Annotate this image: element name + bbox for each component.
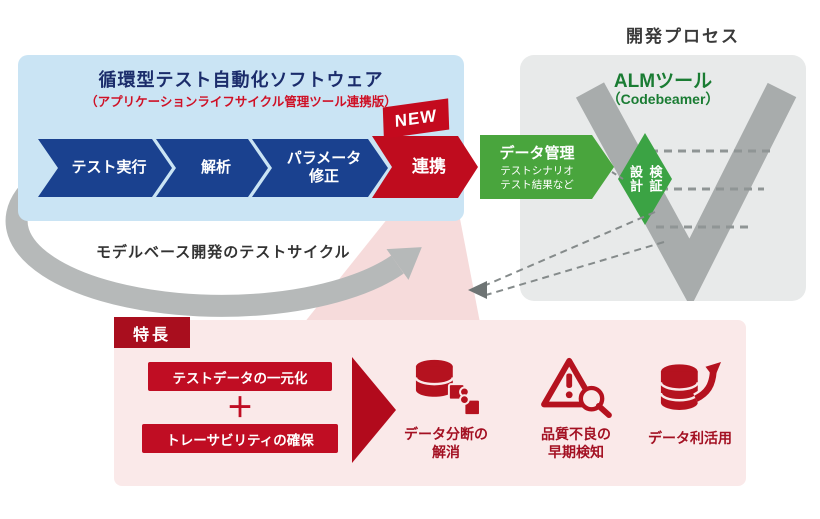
link-arrow-label: 連携: [412, 156, 446, 176]
data-management-title: データ管理: [499, 144, 575, 162]
step-label: テスト実行: [71, 159, 147, 176]
step-test-execution: テスト実行: [38, 139, 172, 197]
step-parameter-fix: パラメータ 修正: [252, 139, 388, 197]
cycle-label: モデルベース開発のテストサイクル: [96, 244, 351, 261]
design-verification-label: 設計 検証: [628, 165, 663, 193]
software-subtitle: （アプリケーションライフサイクル管理ツール連携版）: [85, 95, 397, 109]
benefit-data-utilization: データ利活用: [634, 360, 746, 447]
data-management-sub: テストシナリオ テスト結果など: [500, 164, 574, 191]
benefit-data-fragmentation: データ分断の 解消: [390, 356, 502, 461]
alm-title: ALMツール: [613, 71, 713, 92]
benefit-quality-detection: 品質不良の 早期検知: [520, 356, 632, 461]
benefit-label: 品質不良の 早期検知: [541, 426, 611, 461]
feature-input-2: トレーサビリティの確保: [142, 424, 338, 453]
dev-process-label: 開発プロセス: [626, 27, 740, 46]
feature-input-1: テストデータの一元化: [148, 362, 332, 391]
data-management-arrow: データ管理 テストシナリオ テスト結果など: [480, 135, 614, 199]
software-title: 循環型テスト自動化ソフトウェア: [98, 70, 384, 90]
features-panel: [114, 320, 746, 486]
cycle-loop-arrowhead: [386, 247, 422, 280]
alm-subtitle: （Codebeamer）: [606, 91, 720, 107]
quality-detection-icon: [541, 357, 612, 419]
benefit-label: データ分断の 解消: [404, 426, 488, 461]
dashed-feedback-arrowhead: [468, 281, 487, 299]
data-fragmentation-icon: [414, 359, 481, 417]
step-label: 解析: [200, 159, 231, 176]
step-analysis: 解析: [156, 139, 268, 197]
data-utilization-icon: [659, 361, 722, 410]
features-badge: 特長: [114, 317, 190, 348]
benefit-label: データ利活用: [648, 430, 732, 446]
v-model-graphic: [575, 82, 797, 301]
v-shape: [575, 82, 797, 301]
step-label: パラメータ 修正: [286, 150, 362, 185]
plus-sign: ＋: [226, 393, 254, 423]
